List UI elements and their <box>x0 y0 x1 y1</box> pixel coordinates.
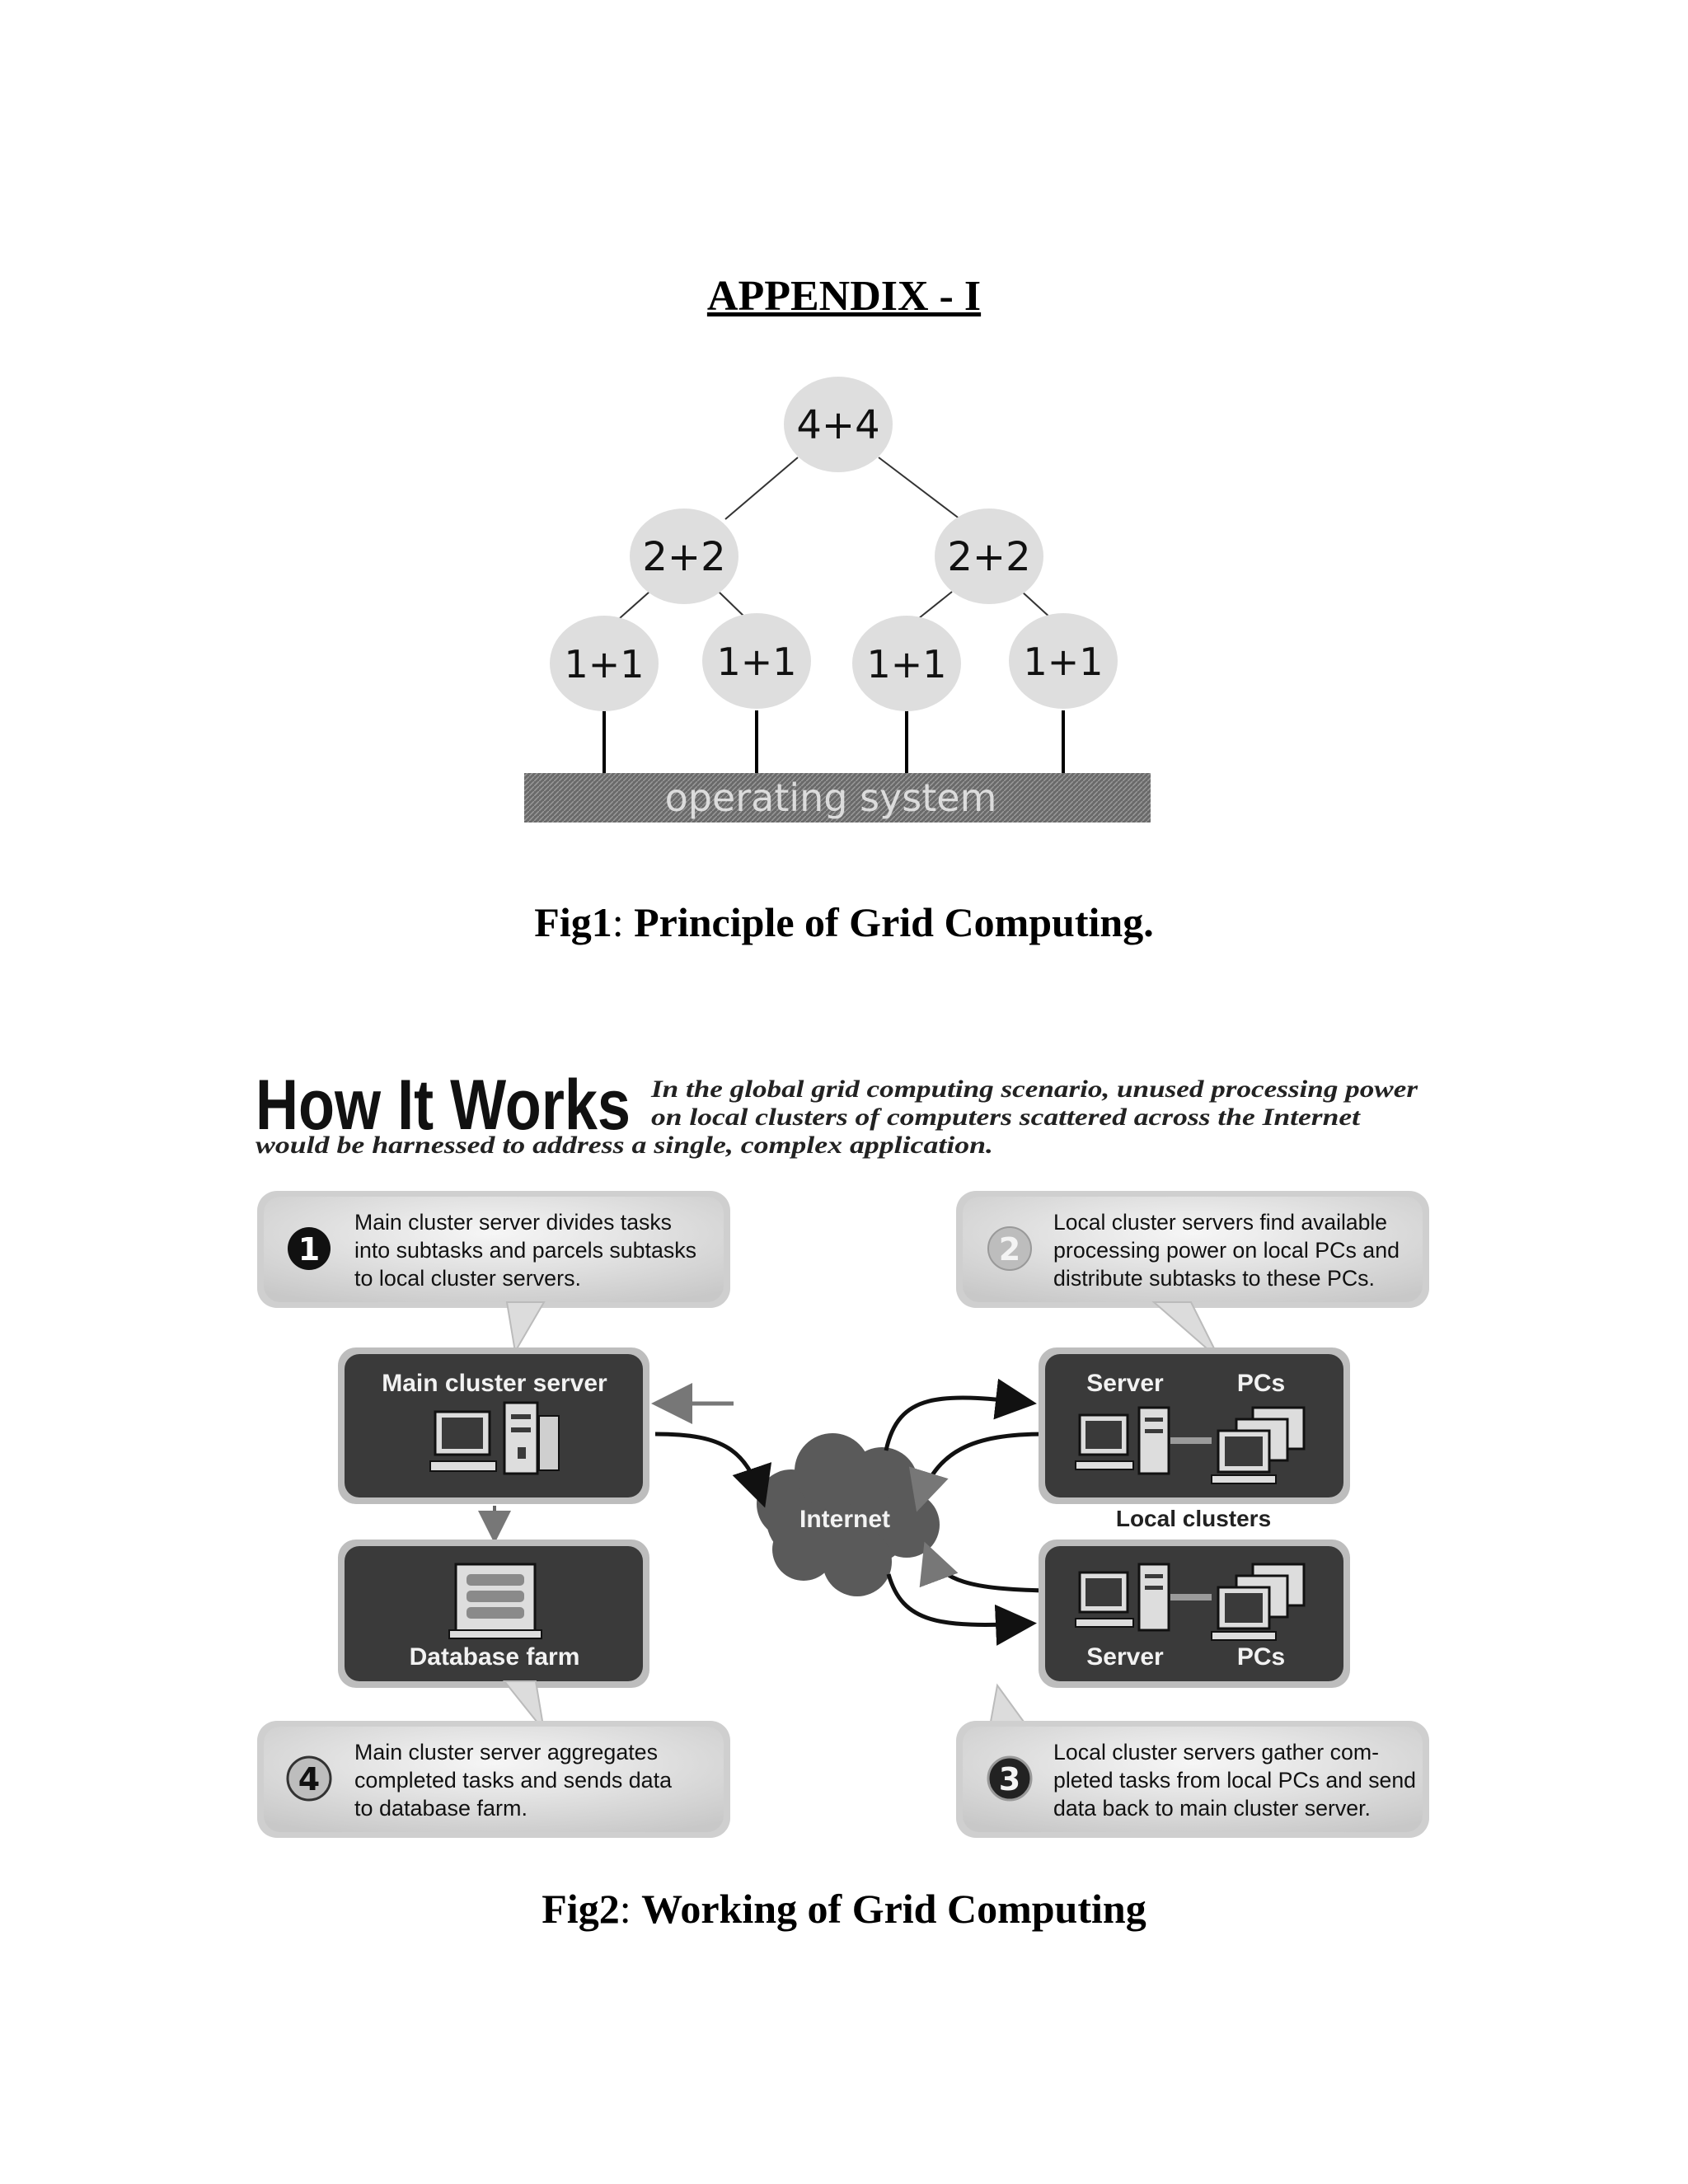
fig2-diagram: How It Works In the global grid computin… <box>256 1066 1429 1838</box>
server-computer-icon <box>1075 1563 1170 1632</box>
svg-text:Main cluster server: Main cluster server <box>382 1370 607 1397</box>
step2-badge <box>987 1226 1032 1271</box>
svg-text:Main cluster server aggregates: Main cluster server aggregates <box>354 1740 658 1765</box>
svg-text:to database farm.: to database farm. <box>354 1796 528 1821</box>
svg-text:distribute subtasks to these P: distribute subtasks to these PCs. <box>1053 1266 1375 1291</box>
svg-text:Database farm: Database farm <box>410 1643 580 1671</box>
svg-text:Server: Server <box>1086 1643 1164 1671</box>
svg-text:data back to main cluster serv: data back to main cluster server. <box>1053 1796 1371 1821</box>
server-computer-icon <box>1075 1406 1170 1475</box>
svg-text:on local clusters of computers: on local clusters of computers scattered… <box>651 1104 1362 1131</box>
step3-badge <box>987 1755 1033 1802</box>
fig2-heading: How It Works <box>256 1066 631 1145</box>
node-mid-right: 2+2 <box>935 509 1043 604</box>
node-leaf-3: 1+1 <box>852 616 961 711</box>
svg-text:PCs: PCs <box>1237 1643 1285 1671</box>
svg-text:2+2: 2+2 <box>642 534 725 580</box>
svg-text:PCs: PCs <box>1237 1370 1285 1397</box>
step4-callout: 4 Main cluster server aggregates complet… <box>257 1680 730 1838</box>
svg-text:1+1: 1+1 <box>866 642 946 687</box>
svg-text:completed tasks and sends data: completed tasks and sends data <box>354 1768 673 1793</box>
svg-text:Server: Server <box>1086 1370 1164 1397</box>
local-cluster-top-box: Server PCs <box>1039 1347 1350 1504</box>
svg-text:1+1: 1+1 <box>564 642 644 687</box>
node-leaf-1: 1+1 <box>550 616 659 711</box>
step1-badge <box>288 1227 331 1270</box>
fig2-caption: Fig2: Working of Grid Computing <box>542 1886 1146 1932</box>
svg-text:In the global grid computing s: In the global grid computing scenario, u… <box>650 1076 1418 1103</box>
local-cluster-bottom-box: Server PCs <box>1039 1540 1350 1688</box>
tree-edges <box>619 457 1052 619</box>
node-mid-left: 2+2 <box>630 509 738 604</box>
svg-text:Local cluster servers gather c: Local cluster servers gather com- <box>1053 1740 1379 1765</box>
svg-text:1+1: 1+1 <box>1023 640 1103 684</box>
svg-text:Internet: Internet <box>799 1506 890 1533</box>
step4-badge <box>286 1755 332 1802</box>
local-clusters-label: Local clusters <box>1116 1506 1271 1531</box>
step2-callout: 2 Local cluster servers find available p… <box>956 1191 1429 1361</box>
svg-text:pleted tasks from local PCs an: pleted tasks from local PCs and send <box>1053 1768 1416 1793</box>
pcs-icon <box>1211 1563 1306 1641</box>
network-arrows <box>651 1378 1048 1646</box>
svg-text:1: 1 <box>298 1231 320 1268</box>
internet-cloud: Internet <box>757 1433 940 1596</box>
fig1-diagram: 4+4 2+2 2+2 1+1 1+1 1+1 1+1 operating sy… <box>524 377 1151 823</box>
svg-text:Main cluster server divides ta: Main cluster server divides tasks <box>354 1210 672 1235</box>
fig1-caption: Fig1: Principle of Grid Computing. <box>534 899 1154 945</box>
svg-text:4: 4 <box>298 1761 320 1797</box>
svg-text:Local cluster servers find ava: Local cluster servers find available <box>1053 1210 1387 1235</box>
computer-icon <box>429 1410 497 1472</box>
server-tower-icon <box>503 1401 560 1475</box>
node-leaf-4: 1+1 <box>1009 613 1118 709</box>
svg-text:2: 2 <box>999 1231 1020 1268</box>
svg-text:into subtasks and parcels subt: into subtasks and parcels subtasks <box>354 1238 696 1263</box>
os-bar: operating system <box>524 773 1151 823</box>
svg-text:2+2: 2+2 <box>947 534 1030 580</box>
svg-text:1+1: 1+1 <box>716 640 796 684</box>
node-leaf-2: 1+1 <box>702 613 811 709</box>
leaf-stems <box>603 710 1065 775</box>
node-root: 4+4 <box>784 377 893 472</box>
page-title: APPENDIX - I <box>706 273 982 320</box>
svg-text:would be harnessed to address: would be harnessed to address a single, … <box>256 1132 993 1159</box>
svg-text:3: 3 <box>999 1761 1020 1797</box>
svg-text:to local cluster servers.: to local cluster servers. <box>354 1266 581 1291</box>
database-icon <box>448 1563 542 1639</box>
step3-callout: 3 Local cluster servers gather com- plet… <box>956 1683 1429 1838</box>
main-cluster-server-box: Main cluster server <box>338 1347 649 1504</box>
pcs-icon <box>1211 1406 1306 1484</box>
svg-text:4+4: 4+4 <box>796 402 879 448</box>
step1-callout: 1 Main cluster server divides tasks into… <box>257 1191 730 1354</box>
fig2-intro: In the global grid computing scenario, u… <box>256 1076 1418 1159</box>
svg-text:processing power on local PCs: processing power on local PCs and <box>1053 1238 1400 1263</box>
svg-text:operating system: operating system <box>665 776 997 820</box>
database-farm-box: Database farm <box>338 1540 649 1688</box>
